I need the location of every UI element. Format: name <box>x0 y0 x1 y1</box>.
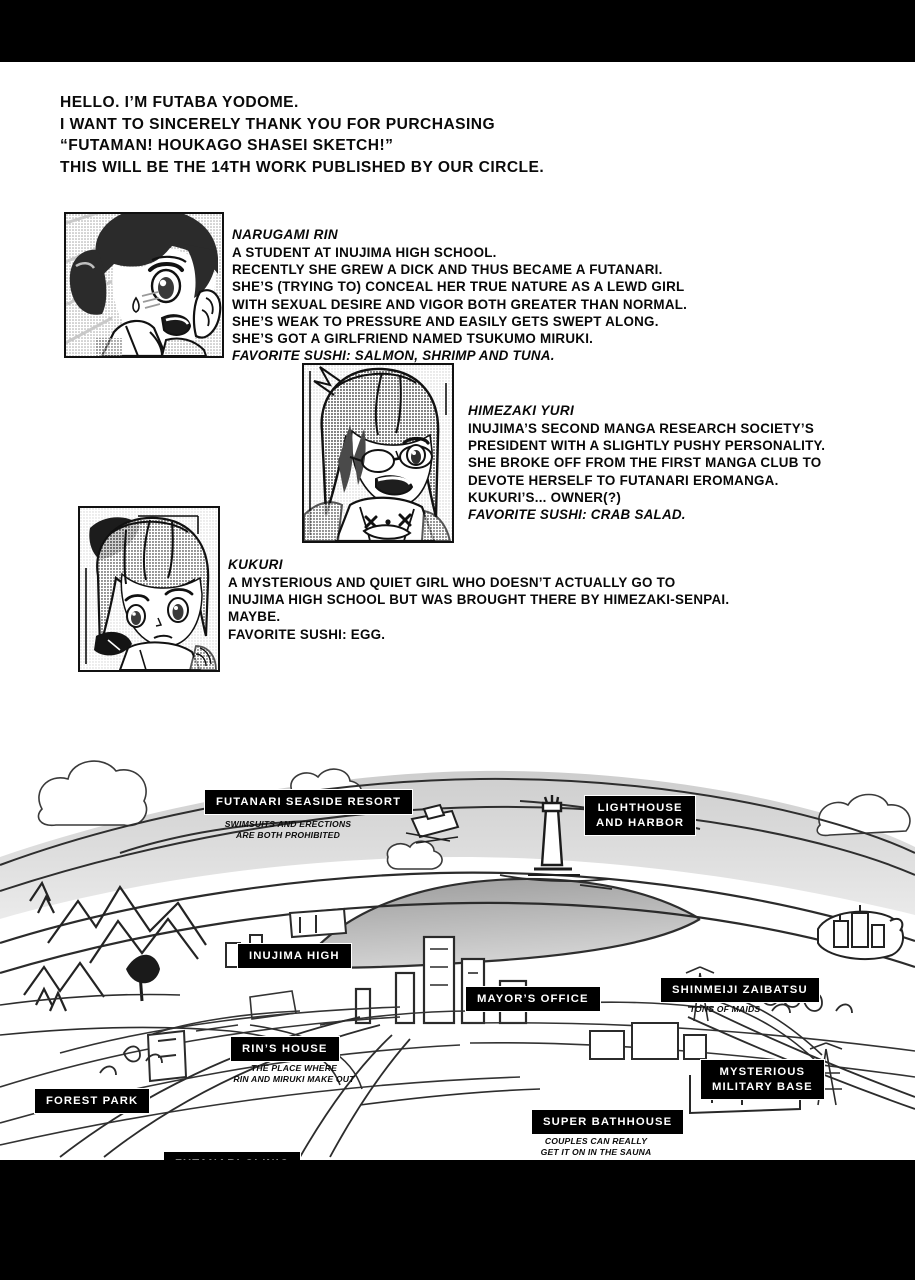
kukuri-portrait <box>78 506 220 672</box>
map-sublabel-futanari-seaside-resort: SWIMSUITS AND ERECTIONS ARE BOTH PROHIBI… <box>224 819 352 840</box>
page-sheet: HELLO. I’M FUTABA YODOME. I WANT TO SINC… <box>0 62 915 1160</box>
kukuri-portrait-art <box>80 508 218 670</box>
map-sublabel-rins-house: THE PLACE WHERE RIN AND MIRUKI MAKE OUT <box>233 1063 355 1084</box>
yuri-bio: HIMEZAKI YURI INUJIMA’S SECOND MANGA RES… <box>468 402 908 523</box>
map-label-rins-house[interactable]: RIN’S HOUSE <box>230 1036 340 1062</box>
yuri-line-4: DEVOTE HERSELF TO FUTANARI EROMANGA. <box>468 472 779 488</box>
map-label-shinmeiji-zaibatsu[interactable]: SHINMEIJI ZAIBATSU <box>660 977 820 1003</box>
rin-portrait <box>64 212 224 358</box>
rin-line-4: WITH SEXUAL DESIRE AND VIGOR BOTH GREATE… <box>232 296 688 312</box>
map-label-mysterious-military-base[interactable]: MYSTERIOUS MILITARY BASE <box>700 1059 825 1100</box>
map-sublabel-shinmeiji-zaibatsu: TONS OF MAIDS <box>689 1004 761 1014</box>
rin-portrait-art <box>66 214 222 356</box>
map-label-mayors-office[interactable]: MAYOR’S OFFICE <box>465 986 601 1012</box>
yuri-line-3: SHE BROKE OFF FROM THE FIRST MANGA CLUB … <box>468 455 822 471</box>
rin-line-2: RECENTLY SHE GREW A DICK AND THUS BECAME… <box>232 262 663 278</box>
military-base-title-line-1: MYSTERIOUS <box>719 1066 806 1078</box>
lighthouse-title-line-2: AND HARBOR <box>596 816 685 829</box>
map-label-futanari-clinic[interactable]: FUTANARI CLINIC <box>163 1151 302 1160</box>
rin-favorite-sushi: FAVORITE SUSHI: SALMON, SHRIMP AND TUNA. <box>232 348 555 364</box>
rin-bio: NARUGAMI RIN A STUDENT AT INUJIMA HIGH S… <box>232 226 762 364</box>
rin-line-1: A STUDENT AT INUJIMA HIGH SCHOOL. <box>232 245 497 260</box>
yuri-portrait-art <box>304 365 452 541</box>
intro-text-block: HELLO. I’M FUTABA YODOME. I WANT TO SINC… <box>60 92 760 178</box>
kukuri-bio: KUKURI A MYSTERIOUS AND QUIET GIRL WHO D… <box>228 556 828 643</box>
yuri-line-2: PRESIDENT WITH A SLIGHTLY PUSHY PERSONAL… <box>468 438 826 454</box>
rin-line-6: SHE’S GOT A GIRLFRIEND NAMED TSUKUMO MIR… <box>232 331 594 347</box>
rin-name: NARUGAMI RIN <box>232 227 339 242</box>
kukuri-line-2: INUJIMA HIGH SCHOOL BUT WAS BROUGHT THER… <box>228 592 730 608</box>
intro-line-1: HELLO. I’M FUTABA YODOME. <box>60 94 299 111</box>
yuri-name: HIMEZAKI YURI <box>468 403 575 418</box>
map-sublabel-super-bathhouse: COUPLES CAN REALLY GET IT ON IN THE SAUN… <box>540 1136 652 1157</box>
yuri-line-5: KUKURI’S... OWNER(?) <box>468 489 622 505</box>
intro-line-4: THIS WILL BE THE 14TH WORK PUBLISHED BY … <box>60 158 545 176</box>
map-label-lighthouse-and-harbor[interactable]: LIGHTHOUSE AND HARBOR <box>584 795 697 836</box>
map-label-forest-park[interactable]: FOREST PARK <box>34 1088 151 1114</box>
kukuri-favorite-sushi: FAVORITE SUSHI: EGG. <box>228 626 386 642</box>
rin-line-3: SHE’S (TRYING TO) CONCEAL HER TRUE NATUR… <box>232 279 685 295</box>
kukuri-line-1: A MYSTERIOUS AND QUIET GIRL WHO DOESN’T … <box>228 575 676 590</box>
island-map: FUTANARI SEASIDE RESORT SWIMSUITS AND ER… <box>0 705 915 1160</box>
map-label-futanari-seaside-resort[interactable]: FUTANARI SEASIDE RESORT <box>204 789 414 815</box>
military-base-title-line-2: MILITARY BASE <box>712 1080 813 1093</box>
yuri-portrait <box>302 363 454 543</box>
yuri-line-1: INUJIMA’S SECOND MANGA RESEARCH SOCIETY’… <box>468 421 815 436</box>
rin-line-5: SHE’S WEAK TO PRESSURE AND EASILY GETS S… <box>232 313 659 329</box>
intro-line-3: “FUTAMAN! HOUKAGO SHASEI SKETCH!” <box>60 137 394 154</box>
intro-line-2: I WANT TO SINCERELY THANK YOU FOR PURCHA… <box>60 115 496 133</box>
kukuri-name: KUKURI <box>228 557 283 572</box>
map-label-super-bathhouse[interactable]: SUPER BATHHOUSE <box>531 1109 685 1135</box>
map-label-inujima-high[interactable]: INUJIMA HIGH <box>237 943 352 969</box>
lighthouse-title-line-1: LIGHTHOUSE <box>597 802 683 814</box>
yuri-favorite-sushi: FAVORITE SUSHI: CRAB SALAD. <box>468 507 686 523</box>
kukuri-line-3: MAYBE. <box>228 609 281 625</box>
